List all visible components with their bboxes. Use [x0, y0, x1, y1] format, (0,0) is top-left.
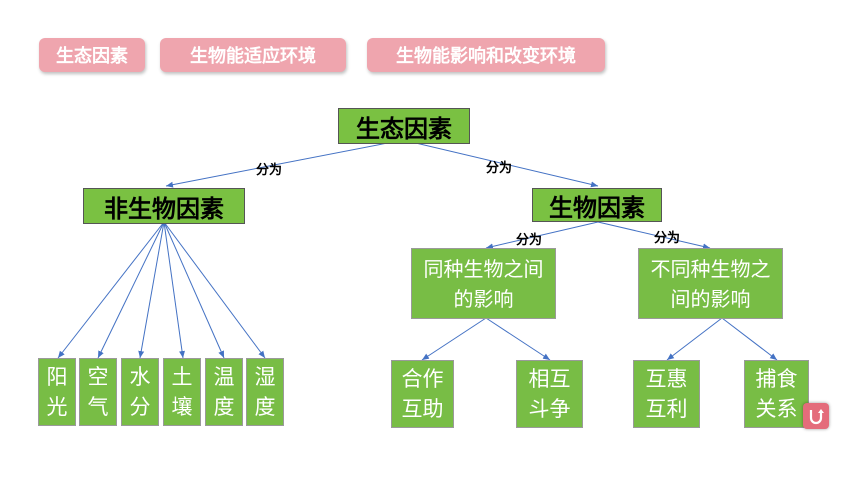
- node-diff-species-label: 不同种生物之间的影响: [650, 256, 771, 311]
- edge-label-biotic-diff: 分为: [654, 231, 681, 246]
- edge-same-leaf-1: [421, 317, 487, 361]
- tab-adapt-environment[interactable]: 生物能适应环境: [160, 38, 346, 72]
- node-root: 生态因素: [338, 108, 470, 144]
- leaf-mutualism: 互惠互利: [633, 360, 700, 428]
- edge-root-biotic: [402, 139, 599, 188]
- u-turn-icon: [809, 409, 824, 425]
- edge-label-root-biotic: 分为: [486, 161, 513, 176]
- tab-ecological-factors[interactable]: 生态因素: [39, 38, 145, 72]
- leaf-cooperation: 合作互助: [391, 360, 454, 428]
- edge-abiotic-leaf-3: [138, 221, 165, 359]
- edge-biotic-same: [485, 221, 599, 250]
- edge-root-abiotic: [165, 139, 404, 188]
- leaf-struggle: 相互斗争: [516, 360, 583, 428]
- tab-change-environment[interactable]: 生物能影响和改变环境: [367, 38, 605, 72]
- leaf-air: 空气: [79, 358, 117, 426]
- edge-abiotic-leaf-5: [163, 221, 225, 359]
- leaf-predation: 捕食关系: [744, 360, 809, 428]
- node-biotic: 生物因素: [532, 188, 662, 222]
- edge-biotic-diff: [597, 221, 711, 250]
- leaf-soil: 土壤: [163, 358, 201, 426]
- edge-abiotic-leaf-1: [57, 221, 165, 359]
- edge-label-biotic-same: 分为: [516, 233, 543, 248]
- leaf-temperature: 温度: [205, 358, 243, 426]
- edge-diff-leaf-1: [666, 317, 723, 361]
- edge-label-root-abiotic: 分为: [256, 163, 283, 178]
- node-diff-species: 不同种生物之间的影响: [638, 248, 783, 319]
- node-same-species-label: 同种生物之间的影响: [423, 256, 544, 311]
- edge-abiotic-leaf-2: [97, 221, 165, 359]
- node-same-species: 同种生物之间的影响: [411, 248, 556, 319]
- edge-abiotic-leaf-4: [163, 221, 186, 359]
- leaf-sunlight: 阳光: [38, 358, 76, 426]
- edge-diff-leaf-2: [721, 317, 778, 361]
- node-abiotic: 非生物因素: [83, 188, 245, 224]
- back-button[interactable]: [803, 403, 829, 429]
- leaf-water: 水分: [121, 358, 159, 426]
- edge-same-leaf-2: [485, 317, 551, 361]
- edge-abiotic-leaf-6: [163, 221, 266, 359]
- leaf-humidity: 湿度: [246, 358, 284, 426]
